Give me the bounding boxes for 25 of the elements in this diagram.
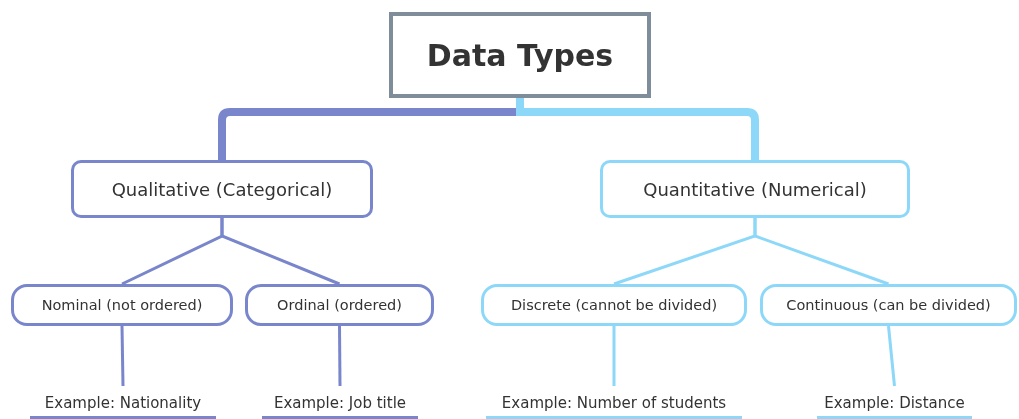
connector-line (120, 325, 125, 387)
connector-line (516, 98, 759, 160)
node-label: Nominal (not ordered) (41, 297, 203, 313)
subtype-box (11, 284, 233, 326)
node-label: Quantitative (Numerical) (643, 178, 867, 200)
example-text: Example: Nationality (44, 394, 202, 412)
title-box (389, 12, 651, 98)
node-label: Qualitative (Categorical) (111, 178, 333, 200)
category-box (71, 160, 373, 218)
subtype-box (481, 284, 747, 326)
subtype-box (245, 284, 434, 326)
connector-line (220, 218, 341, 286)
node-label: Data Types (426, 37, 614, 73)
example-text: Example: Job title (273, 394, 407, 412)
example-text: Example: Distance (824, 394, 965, 412)
example-text: Example: Number of students (501, 394, 727, 412)
connector-line (612, 326, 616, 386)
category-box (600, 160, 910, 218)
connector-line (753, 218, 889, 286)
node-label: Continuous (can be divided) (786, 297, 991, 313)
node-label: Ordinal (ordered) (277, 297, 402, 313)
subtype-box (760, 284, 1017, 326)
connector-line (887, 325, 896, 387)
node-label: Discrete (cannot be divided) (510, 297, 718, 313)
connector-line (338, 326, 342, 386)
